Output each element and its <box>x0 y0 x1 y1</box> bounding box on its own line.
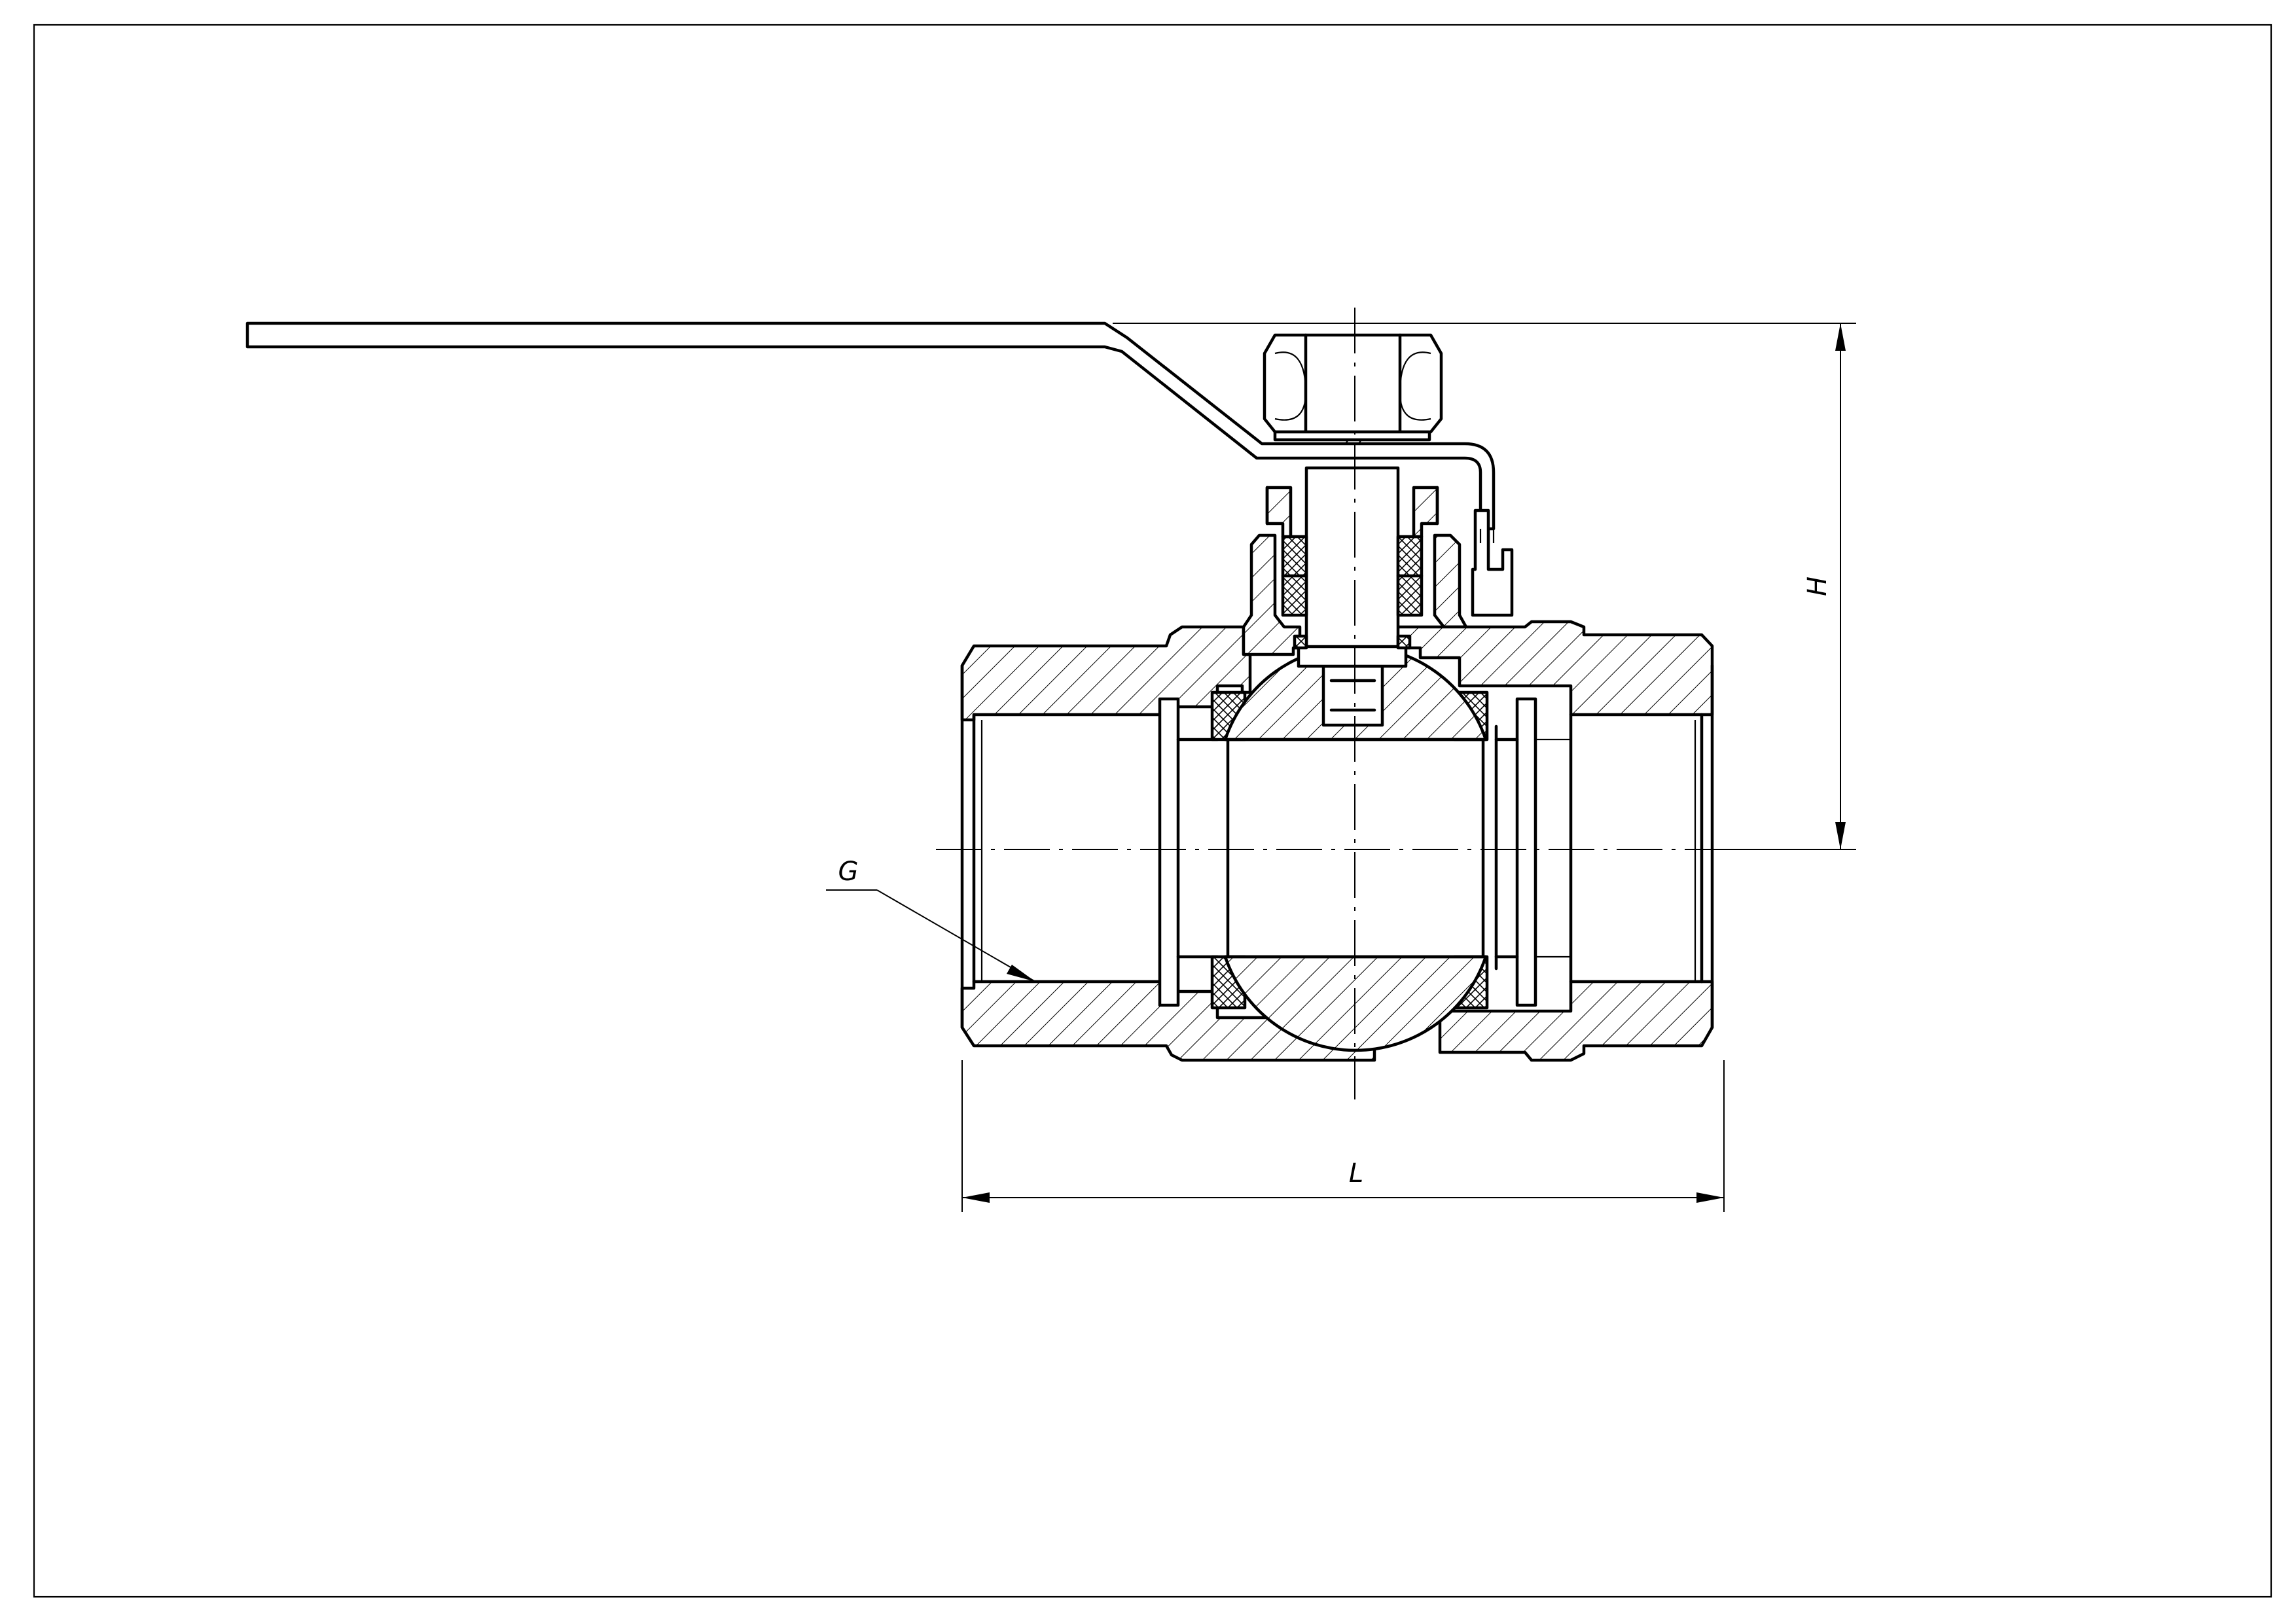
valve-body <box>960 533 1714 1062</box>
length-label: L <box>1349 1158 1363 1188</box>
pipe-bores <box>972 697 1704 1007</box>
dimension-height: H <box>1113 323 1856 850</box>
center-lines <box>936 308 1741 1099</box>
thread-label: G <box>838 857 859 887</box>
handle-lever <box>245 321 1514 617</box>
sheet-frame <box>33 24 2272 1598</box>
dimension-length: L <box>961 1060 1725 1212</box>
height-label: H <box>1803 577 1833 596</box>
thread-leader: G <box>826 857 1036 982</box>
valve-stem-assembly <box>1263 333 1443 727</box>
